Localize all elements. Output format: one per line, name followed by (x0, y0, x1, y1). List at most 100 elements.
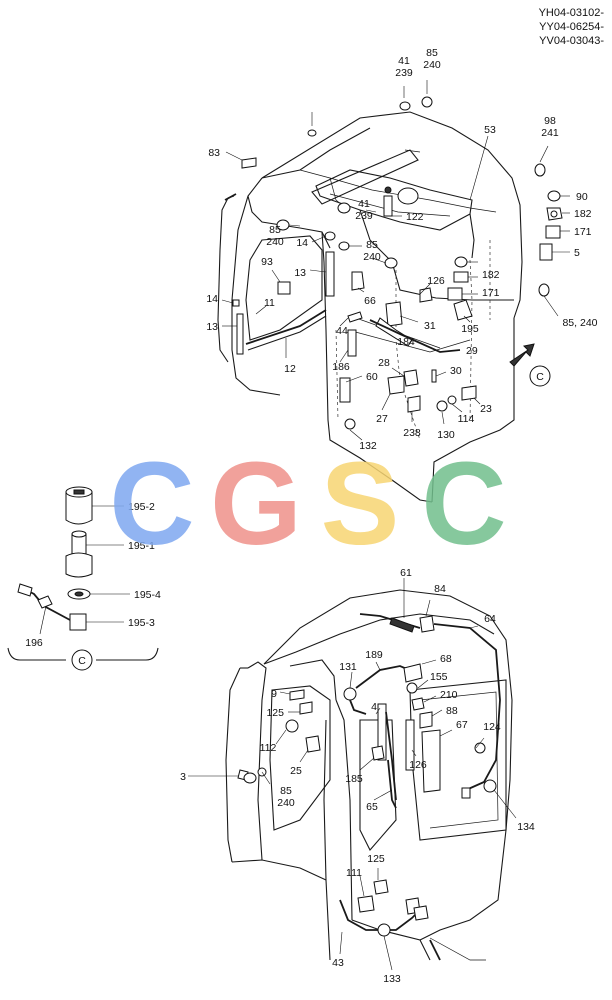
part-label: 29 (466, 345, 478, 357)
bushing-131 (343, 687, 357, 701)
washer-114 (447, 395, 457, 405)
part-label: 13 (206, 321, 218, 333)
serial-number: YY04-06254- (539, 21, 604, 33)
wire-126 (405, 719, 415, 771)
harness-61 (389, 617, 415, 633)
part-label: 155 (430, 671, 448, 683)
part-label: 184 (397, 336, 415, 348)
part-label: 122 (406, 211, 424, 223)
part-label: 27 (376, 413, 388, 425)
part-label: 195-4 (134, 589, 161, 601)
bolt-126 (419, 287, 433, 303)
clip-9 (289, 689, 305, 701)
part-label: 68 (440, 653, 452, 665)
nut-90 (547, 190, 561, 202)
part-label: 171 (574, 226, 592, 238)
relay-67 (421, 729, 441, 793)
bracket-185 (371, 745, 385, 761)
part-label: 186 (332, 361, 350, 373)
upper-cab-outline (217, 111, 523, 503)
bolt-14b (232, 299, 240, 307)
clip-84 (419, 615, 435, 633)
part-label: 60 (366, 371, 378, 383)
part-label: 124 (483, 721, 501, 733)
part-label: 30 (450, 365, 462, 377)
part-label: 84 (434, 583, 446, 595)
upper-parts: C (232, 96, 563, 430)
lamp-68 (403, 663, 423, 683)
clamp-28 (403, 369, 419, 387)
part-label: 196 (25, 637, 43, 649)
part-label: 171 (482, 287, 500, 299)
part-label: 61 (400, 567, 412, 579)
part-label: 88 (446, 705, 458, 717)
part-label: 185 (345, 773, 363, 785)
part-label: 67 (456, 719, 468, 731)
part-label: 93 (261, 256, 273, 268)
part-label: 195-2 (128, 501, 155, 513)
grommet-98 (534, 163, 546, 177)
part-label: 66 (364, 295, 376, 307)
part-label: 13 (294, 267, 306, 279)
part-label: 114 (458, 413, 475, 425)
grommet-85 (421, 96, 433, 108)
lower-part-labels: 61 84 64 189 68 131 155 9 210 125 4 88 1… (180, 567, 535, 985)
bracket-195 (453, 299, 473, 321)
lower-leader-lines (188, 578, 517, 971)
part-label: 5 (574, 247, 580, 259)
bolt-23 (461, 385, 477, 401)
bolt-124 (474, 742, 486, 754)
part-label: 133 (383, 973, 401, 985)
seal-13 (325, 251, 335, 297)
part-label: 210 (440, 689, 458, 701)
part-label: 65 (366, 801, 378, 813)
grommet-85e (538, 283, 550, 297)
washer-130 (436, 400, 448, 412)
nut-182b (453, 271, 469, 283)
bolt-210 (411, 697, 425, 711)
part-label: 195-1 (128, 540, 155, 552)
part-label: 130 (437, 429, 455, 441)
view-arrow-icon (509, 343, 535, 367)
nut-112 (285, 719, 299, 733)
switch-195-3 (69, 613, 87, 631)
bolt-14 (324, 231, 336, 241)
roof-light (397, 187, 419, 205)
part-label: 43 (332, 957, 344, 969)
upper-leader-lines (221, 80, 570, 441)
stopper-5 (539, 243, 553, 261)
lower-parts (237, 613, 501, 937)
detail-c-marker (71, 649, 93, 671)
part-label: 182 (574, 208, 592, 220)
bracket-186 (347, 329, 357, 357)
part-label: 11 (264, 297, 275, 309)
part-label: 44 (336, 325, 348, 337)
bushing-171 (545, 225, 561, 239)
grommet-133 (377, 923, 391, 937)
grommet-134 (483, 779, 497, 793)
damper-93 (277, 281, 291, 295)
part-label: 125 (367, 853, 385, 865)
bracket-31 (385, 301, 403, 327)
bracket-27 (387, 375, 405, 395)
part-label: 182 (482, 269, 500, 281)
bolt-125 (299, 701, 313, 715)
part-label: 28 (378, 357, 390, 369)
detail-view-c: C 195-2 195-1 195-4 195-3 196 (7, 486, 161, 671)
part-label: 53 (484, 124, 496, 136)
bushing-171b (447, 287, 463, 301)
part-label: 3 (180, 771, 186, 783)
grommet-41b (307, 129, 317, 137)
part-label: 31 (424, 320, 436, 332)
part-label: 132 (359, 440, 377, 452)
part-label: 126 (427, 275, 445, 287)
nut-90b (454, 256, 468, 268)
grommet-85d (384, 257, 398, 269)
part-label: 4 (371, 701, 377, 713)
part-label: 83 (208, 147, 220, 159)
